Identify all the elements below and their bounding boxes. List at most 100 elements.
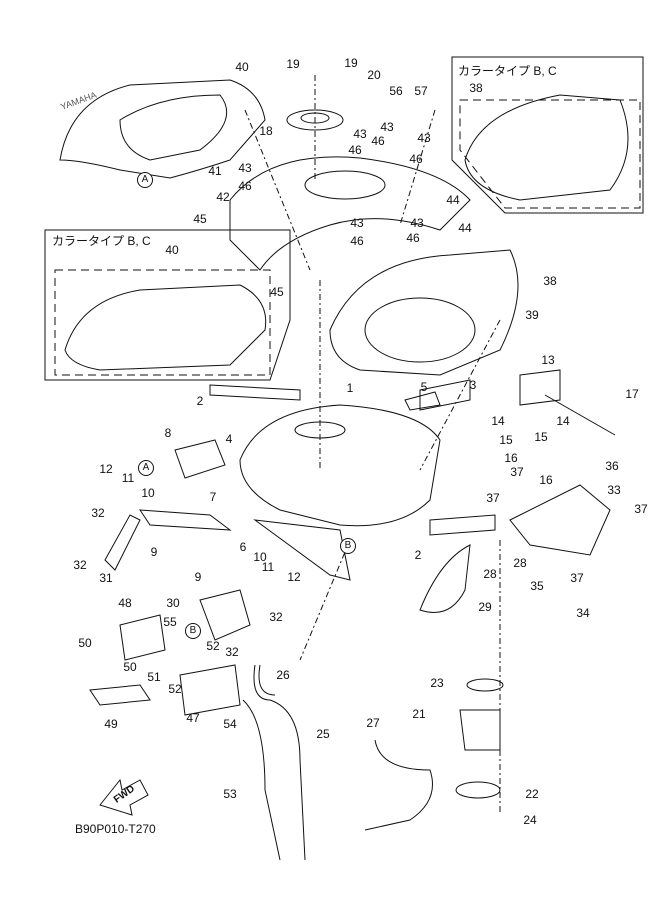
reference-a: A — [138, 460, 154, 476]
part-callout-43: 43 — [238, 161, 252, 175]
part-callout-50: 50 — [78, 636, 92, 650]
part-callout-19: 19 — [286, 57, 300, 71]
part-callout-51: 51 — [147, 670, 161, 684]
bracket-8 — [174, 439, 226, 479]
bracket-30 — [199, 589, 251, 641]
color-type-title-left: カラータイプ B, C — [52, 234, 151, 248]
part-callout-49: 49 — [104, 717, 118, 731]
part-callout-7: 7 — [209, 490, 217, 504]
part-callout-13: 13 — [541, 353, 555, 367]
part-callout-43: 43 — [380, 120, 394, 134]
part-callout-43: 43 — [350, 216, 364, 230]
part-callout-37: 37 — [510, 465, 524, 479]
part-callout-46: 46 — [348, 143, 362, 157]
part-callout-27: 27 — [366, 716, 380, 730]
part-callout-10: 10 — [141, 486, 155, 500]
part-callout-32: 32 — [269, 610, 283, 624]
part-callout-37: 37 — [634, 502, 648, 516]
part-callout-2: 2 — [196, 394, 204, 408]
part-callout-52: 52 — [206, 639, 220, 653]
part-callout-15: 15 — [534, 430, 548, 444]
part-callout-9: 9 — [150, 545, 158, 559]
part-callout-37: 37 — [486, 491, 500, 505]
part-callout-5: 5 — [420, 380, 428, 394]
part-callout-20: 20 — [367, 68, 381, 82]
part-callout-38: 38 — [469, 81, 483, 95]
bracket-33 — [509, 484, 611, 556]
part-callout-32: 32 — [73, 558, 87, 572]
bracket-49 — [89, 684, 151, 706]
reference-a: A — [137, 172, 153, 188]
part-callout-11: 11 — [121, 471, 135, 485]
part-callout-47: 47 — [186, 711, 200, 725]
part-callout-54: 54 — [223, 717, 237, 731]
part-callout-31: 31 — [99, 571, 113, 585]
part-callout-18: 18 — [259, 124, 273, 138]
part-callout-14: 14 — [556, 414, 570, 428]
part-callout-45: 45 — [193, 212, 207, 226]
part-callout-40: 40 — [165, 243, 179, 257]
part-callout-50: 50 — [123, 660, 137, 674]
side-cover-left: YAMAHA — [59, 79, 266, 179]
part-callout-44: 44 — [458, 221, 472, 235]
part-callout-30: 30 — [166, 596, 180, 610]
part-callout-41: 41 — [208, 164, 222, 178]
part-callout-23: 23 — [430, 676, 444, 690]
fuel-tank — [239, 404, 441, 527]
part-callout-55: 55 — [163, 615, 177, 629]
part-callout-43: 43 — [353, 127, 367, 141]
part-callout-36: 36 — [605, 459, 619, 473]
svg-text:YAMAHA: YAMAHA — [59, 90, 98, 112]
part-callout-11: 11 — [261, 560, 275, 574]
part-callout-8: 8 — [164, 426, 172, 440]
part-callout-52: 52 — [168, 682, 182, 696]
part-callout-34: 34 — [576, 606, 590, 620]
color-type-title-right: カラータイプ B, C — [458, 64, 557, 78]
part-callout-28: 28 — [513, 556, 527, 570]
reference-b: B — [340, 538, 356, 554]
canister-48 — [119, 614, 166, 661]
fwd-arrow-icon — [99, 778, 149, 816]
part-callout-56: 56 — [389, 84, 403, 98]
part-callout-57: 57 — [414, 84, 428, 98]
part-callout-46: 46 — [371, 134, 385, 148]
part-callout-12: 12 — [287, 570, 301, 584]
drawing-code: B90P010-T270 — [75, 822, 156, 836]
part-callout-24: 24 — [523, 813, 537, 827]
fuel-cap — [286, 109, 344, 131]
canister-47 — [179, 664, 241, 716]
part-callout-16: 16 — [539, 473, 553, 487]
part-callout-26: 26 — [276, 668, 290, 682]
color-type-box-left — [44, 229, 291, 381]
plate-6 — [253, 519, 351, 581]
part-callout-17: 17 — [625, 387, 639, 401]
part-callout-3: 3 — [469, 378, 477, 392]
part-callout-1: 1 — [346, 381, 354, 395]
part-callout-46: 46 — [238, 179, 252, 193]
plate-22 — [455, 781, 501, 799]
part-callout-53: 53 — [223, 787, 237, 801]
bracket-2-front — [209, 384, 301, 401]
part-callout-38: 38 — [543, 274, 557, 288]
stay-7 — [139, 509, 232, 531]
part-callout-45: 45 — [270, 285, 284, 299]
reference-b: B — [185, 623, 201, 639]
hose-25 — [253, 664, 306, 861]
part-callout-43: 43 — [410, 216, 424, 230]
part-callout-12: 12 — [99, 462, 113, 476]
hose-27 — [364, 739, 433, 831]
part-callout-39: 39 — [525, 308, 539, 322]
part-callout-48: 48 — [118, 596, 132, 610]
part-callout-32: 32 — [91, 506, 105, 520]
label-3 — [419, 379, 471, 411]
part-callout-15: 15 — [499, 433, 513, 447]
leader-lines — [244, 75, 501, 815]
part-callout-4: 4 — [225, 432, 233, 446]
fuel-pump — [459, 709, 501, 751]
hose-53 — [242, 699, 281, 861]
part-callout-22: 22 — [525, 787, 539, 801]
part-callout-46: 46 — [409, 152, 423, 166]
part-callout-2: 2 — [414, 548, 422, 562]
part-callout-25: 25 — [316, 727, 330, 741]
